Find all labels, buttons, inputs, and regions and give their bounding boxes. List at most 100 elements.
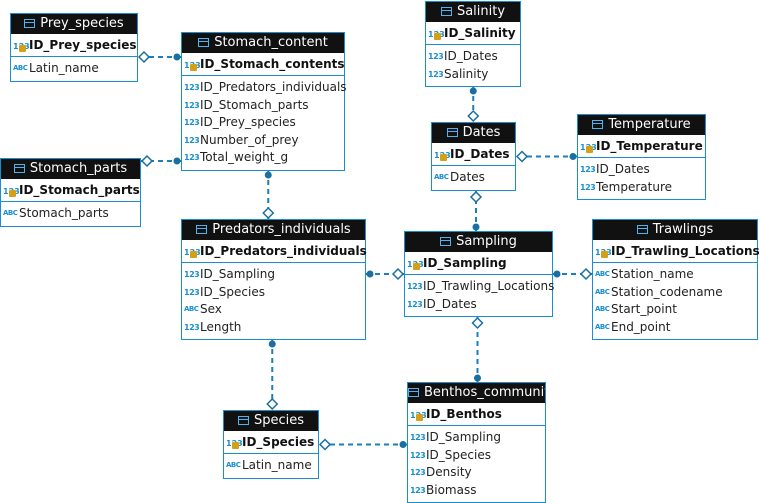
entity-header[interactable]: Benthos_communit: [408, 383, 545, 403]
entity-header[interactable]: Dates: [432, 123, 515, 143]
foreign-key-end-marker: [469, 87, 477, 95]
field-name: Latin_name: [29, 61, 99, 75]
text-type-icon: ABC: [184, 305, 199, 313]
field-name: Density: [426, 465, 472, 479]
entity-header[interactable]: Trawlings: [593, 220, 757, 240]
primary-key-name: ID_Salinity: [444, 26, 516, 40]
field-name: ID_Dates: [423, 296, 477, 311]
entity-header[interactable]: Stomach_parts: [1, 159, 140, 179]
foreign-key-end-marker: [173, 53, 181, 61]
primary-key-icon: 123: [428, 24, 445, 46]
numeric-type-icon: 123: [184, 322, 200, 332]
foreign-key-end-marker: [553, 270, 561, 278]
numeric-type-icon: 123: [407, 282, 423, 291]
entity-title: Trawlings: [652, 222, 714, 237]
entity-title: Prey_species: [40, 16, 124, 31]
numeric-type-icon: 123: [184, 100, 200, 110]
entity-header[interactable]: Predators_individuals: [182, 220, 365, 240]
numeric-type-icon: 123: [184, 270, 200, 279]
numeric-type-icon: 123: [184, 287, 200, 297]
numeric-type-icon: 123: [184, 135, 200, 145]
field-name: Dates: [450, 170, 485, 184]
entity-header[interactable]: Sampling: [405, 232, 552, 252]
field-name: Station_name: [611, 267, 694, 281]
primary-key-name: ID_Dates: [450, 147, 510, 161]
entity-header[interactable]: Stomach_content: [182, 33, 344, 53]
text-type-icon: ABC: [3, 209, 18, 217]
primary-key-icon: 123: [3, 181, 20, 203]
entity-title: Stomach_parts: [29, 161, 128, 176]
entity-header[interactable]: Temperature: [578, 115, 705, 135]
foreign-key-end-marker: [472, 223, 480, 231]
primary-key-name: ID_Species: [242, 435, 315, 449]
table-icon: [636, 225, 648, 234]
table-icon: [13, 164, 25, 173]
entity-header[interactable]: Salinity: [426, 2, 520, 22]
table-icon: [440, 7, 452, 16]
primary-key-name: ID_Predators_individuals: [200, 244, 367, 258]
primary-key-icon: 123: [580, 137, 597, 159]
table-icon: [408, 388, 419, 397]
field-name: Latin_name: [242, 458, 312, 472]
entity-header[interactable]: Species: [224, 411, 318, 431]
numeric-type-icon: 123: [410, 450, 426, 460]
field-name: Number_of_prey: [200, 132, 299, 147]
entity-header[interactable]: Prey_species: [11, 14, 137, 34]
primary-key-name: ID_Benthos: [426, 407, 502, 421]
primary-key-icon: 123: [226, 433, 243, 455]
